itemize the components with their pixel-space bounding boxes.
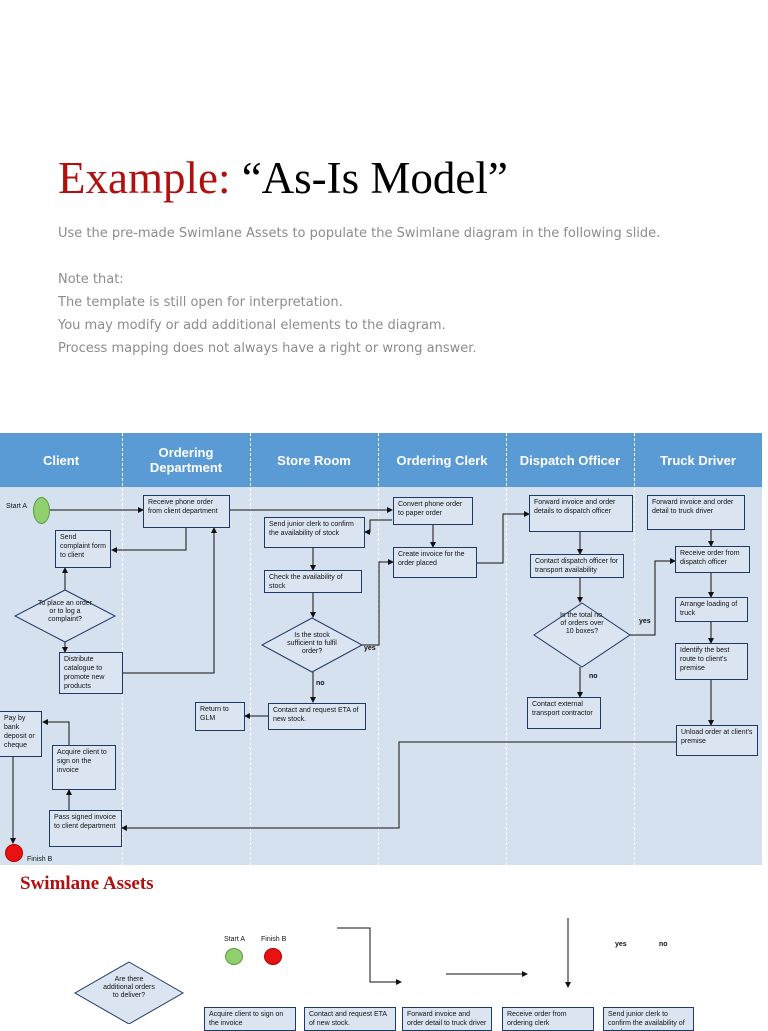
dispatch-decision-text: Is the total no. of orders over 10 boxes… xyxy=(560,612,604,635)
arrange-loading-box: Arrange loading of truck xyxy=(675,597,748,622)
asset-box-acquire: Acquire client to sign on the invoice xyxy=(204,1007,296,1031)
forward-invoice-dispatch-box: Forward invoice and order details to dis… xyxy=(529,495,633,532)
lane-header-dispatch-officer: Dispatch Officer xyxy=(506,433,634,487)
start-label: Start A xyxy=(6,503,28,510)
swimlane-assets-title: Swimlane Assets xyxy=(20,873,154,894)
lane-divider xyxy=(378,433,379,865)
finish-label: Finish B xyxy=(27,856,53,863)
convert-phone-order-box: Convert phone order to paper order xyxy=(393,497,473,525)
lane-divider xyxy=(250,433,251,865)
intro-line-3: You may modify or add additional element… xyxy=(58,318,446,333)
create-invoice-box: Create invoice for the order placed xyxy=(393,547,477,578)
lane-divider xyxy=(634,433,635,865)
receive-order-dispatch-box: Receive order from dispatch officer xyxy=(675,546,750,573)
contact-external-transport-box: Contact external transport contractor xyxy=(527,697,601,729)
send-junior-clerk-box: Send junior clerk to confirm the availab… xyxy=(264,517,365,548)
intro-text: Use the pre-made Swimlane Assets to popu… xyxy=(58,222,758,360)
title-main: “As-Is Model” xyxy=(241,153,508,203)
receive-phone-order-box: Receive phone order from client departme… xyxy=(143,495,230,528)
lane-header-ordering-clerk: Ordering Clerk xyxy=(378,433,506,487)
store-no-label: no xyxy=(316,680,325,687)
lane-header-truck-driver: Truck Driver xyxy=(634,433,762,487)
dispatch-no-label: no xyxy=(589,673,598,680)
lane-header-client: Client xyxy=(0,433,122,487)
lane-header-ordering-department: Ordering Department xyxy=(122,433,250,487)
finish-marker xyxy=(5,844,23,862)
truck-forward-invoice-box: Forward invoice and order detail to truc… xyxy=(647,495,745,530)
return-to-glm-box: Return to GLM xyxy=(195,702,245,731)
distribute-catalogue-box: Distribute catalogue to promote new prod… xyxy=(59,652,123,694)
start-marker xyxy=(33,497,50,524)
asset-finish-marker xyxy=(264,948,282,965)
intro-line-1: Use the pre-made Swimlane Assets to popu… xyxy=(58,226,661,241)
pass-signed-invoice-box: Pass signed invoice to client department xyxy=(49,810,122,847)
slide-title: Example: “As-Is Model” xyxy=(58,152,508,204)
asset-box-receive-order: Receive order from ordering clerk xyxy=(502,1007,594,1031)
asset-box-send-junior: Send junior clerk to confirm the availab… xyxy=(603,1007,694,1031)
asset-box-forward-invoice: Forward invoice and order detail to truc… xyxy=(402,1007,492,1031)
contact-eta-box: Contact and request ETA of new stock. xyxy=(268,703,366,730)
unload-order-box: Unload order at client's premise xyxy=(676,725,758,756)
asset-start-label: Start A xyxy=(224,936,246,943)
store-decision-text: Is the stock sufficient to fulfil order? xyxy=(287,632,337,655)
lane-divider xyxy=(122,433,123,865)
lane-header-store-room: Store Room xyxy=(250,433,378,487)
intro-line-2: The template is still open for interpret… xyxy=(58,295,343,310)
asset-finish-label: Finish B xyxy=(261,936,287,943)
send-complaint-form-box: Send complaint form to client xyxy=(55,530,111,568)
intro-line-4: Process mapping does not always have a r… xyxy=(58,341,477,356)
identify-best-route-box: Identify the best route to client's prem… xyxy=(675,643,748,680)
asset-no-label: no xyxy=(659,941,668,948)
client-decision-text: To place an order or to log a complaint? xyxy=(37,600,93,623)
intro-note: Note that: xyxy=(58,272,124,287)
acquire-client-sign-box: Acquire client to sign on the invoice xyxy=(52,745,116,790)
check-availability-box: Check the availability of stock xyxy=(264,570,362,593)
pay-by-bank-box: Pay by bank deposit or cheque xyxy=(0,711,42,757)
contact-dispatch-officer-box: Contact dispatch officer for transport a… xyxy=(530,554,624,578)
lane-divider xyxy=(506,433,507,865)
asset-yes-label: yes xyxy=(615,941,627,948)
title-prefix: Example: xyxy=(58,153,231,203)
asset-box-contact-eta: Contact and request ETA of new stock. xyxy=(304,1007,396,1031)
asset-start-marker xyxy=(225,948,243,965)
dispatch-yes-label: yes xyxy=(639,618,651,625)
store-yes-label: yes xyxy=(364,645,376,652)
asset-decision-text: Are there additional orders to deliver? xyxy=(103,976,155,999)
